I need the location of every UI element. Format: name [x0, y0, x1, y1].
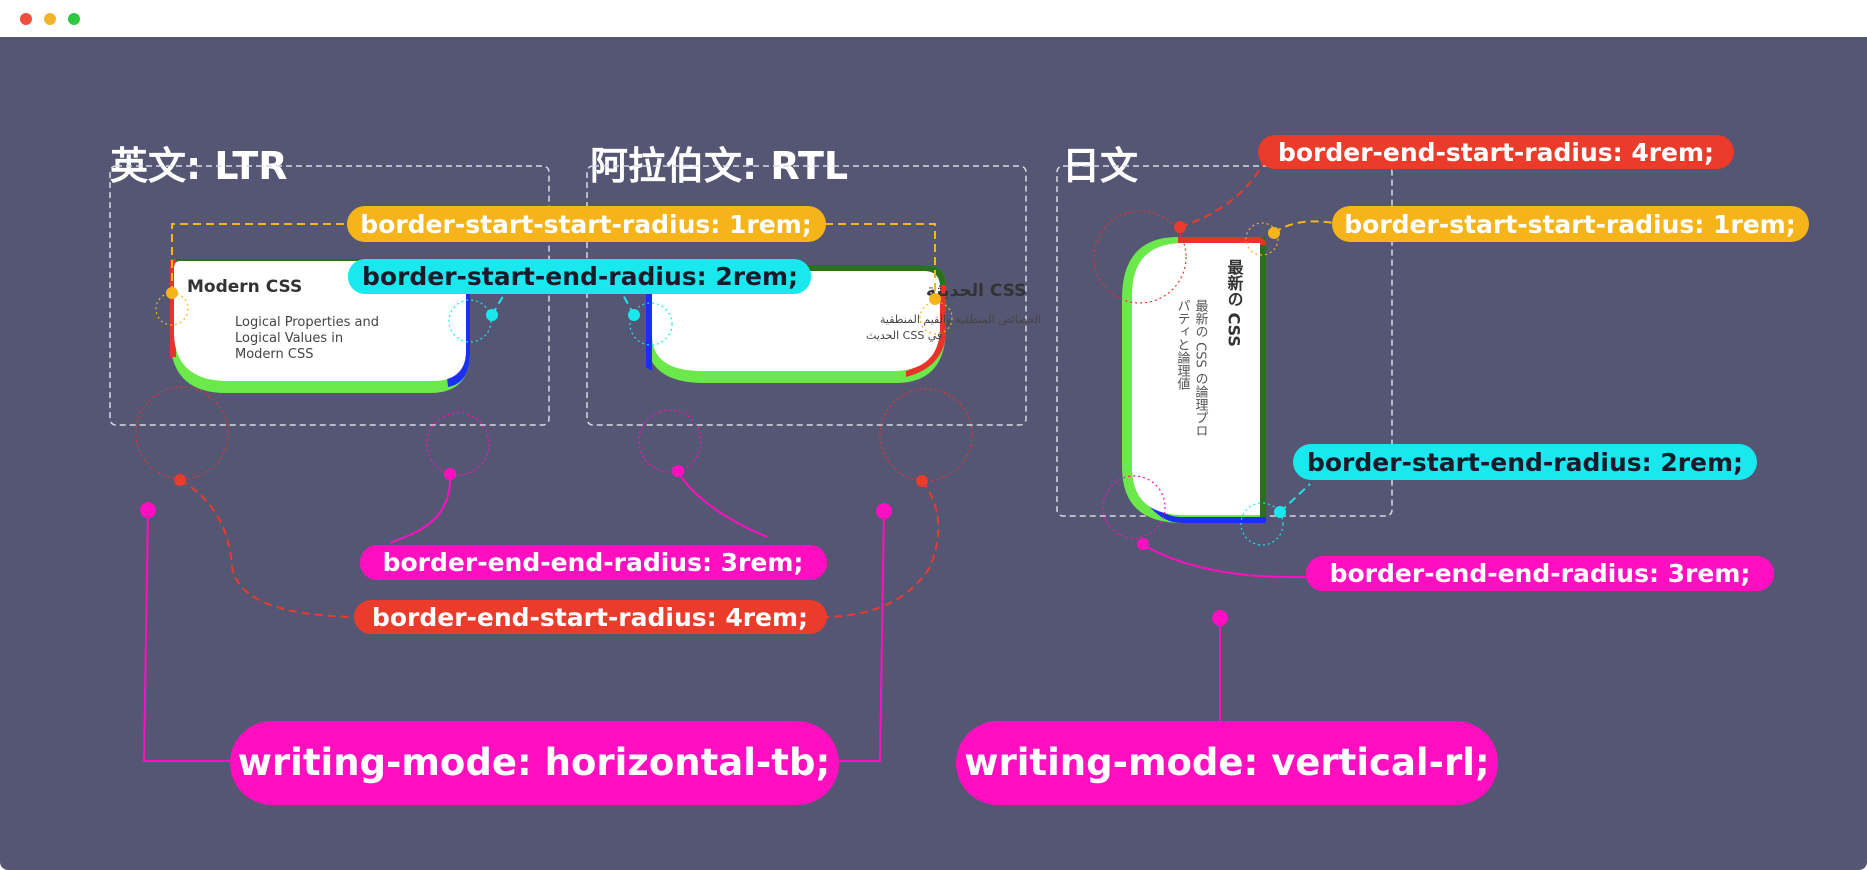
label-end-start-left: border-end-start-radius: 4rem; — [354, 600, 827, 634]
card-ltr-text-2: Logical Values in — [235, 331, 343, 346]
card-vertical-text-2: パティと論理値 — [1175, 299, 1191, 390]
label-start-start-left: border-start-start-radius: 1rem; — [347, 206, 826, 242]
title-bar — [0, 0, 1867, 37]
close-window-button[interactable] — [20, 13, 32, 25]
card-vertical-title: 最新の CSS — [1225, 259, 1244, 347]
svg-text:border-start-end-radius: 2rem;: border-start-end-radius: 2rem; — [362, 262, 798, 291]
svg-text:border-end-end-radius: 3rem;: border-end-end-radius: 3rem; — [1330, 559, 1751, 588]
label-end-start-right: border-end-start-radius: 4rem; — [1258, 135, 1734, 169]
svg-text:border-end-end-radius: 3rem;: border-end-end-radius: 3rem; — [383, 548, 804, 577]
svg-text:border-start-start-radius: 1re: border-start-start-radius: 1rem; — [360, 210, 811, 239]
label-writing-horizontal: writing-mode: horizontal-tb; — [230, 721, 839, 805]
label-end-end-left: border-end-end-radius: 3rem; — [360, 545, 827, 580]
logical-radius-diagram: 英文: LTR 阿拉伯文: RTL 日文 Modern CSS Logical … — [109, 135, 1809, 805]
card-rtl-title: CSS الحديثة — [926, 281, 1026, 301]
corner-highlights — [135, 210, 1284, 546]
card-rtl-text-1: الخصائص المنطقية والقيم المنطقية — [880, 313, 1041, 326]
card-rtl: CSS الحديثة الخصائص المنطقية والقيم المن… — [646, 265, 1041, 383]
svg-text:border-start-end-radius: 2rem;: border-start-end-radius: 2rem; — [1307, 448, 1743, 477]
card-ltr-text-3: Modern CSS — [235, 347, 314, 362]
svg-text:writing-mode: vertical-rl;: writing-mode: vertical-rl; — [964, 741, 1489, 784]
label-start-end-right: border-start-end-radius: 2rem; — [1293, 444, 1757, 480]
label-writing-vertical: writing-mode: vertical-rl; — [956, 721, 1498, 805]
svg-text:border-start-start-radius: 1re: border-start-start-radius: 1rem; — [1344, 210, 1795, 239]
card-ltr-title: Modern CSS — [187, 277, 302, 297]
svg-text:writing-mode: horizontal-tb;: writing-mode: horizontal-tb; — [238, 741, 831, 784]
connector-dots — [140, 221, 1286, 626]
label-start-end-left: border-start-end-radius: 2rem; — [348, 259, 811, 294]
frame-rtl — [586, 165, 1027, 426]
card-ltr-text-1: Logical Properties and — [235, 315, 379, 330]
card-rtl-text-2: في CSS الحديث — [866, 329, 942, 342]
svg-text:border-end-start-radius: 4rem;: border-end-start-radius: 4rem; — [372, 603, 808, 632]
diagram-canvas: 英文: LTR 阿拉伯文: RTL 日文 Modern CSS Logical … — [0, 37, 1867, 870]
label-end-end-right: border-end-end-radius: 3rem; — [1306, 556, 1774, 591]
card-vertical: 最新の CSS 最新の CSS の論理プロ パティと論理値 — [1122, 237, 1266, 523]
frame-ltr — [109, 165, 550, 426]
svg-text:border-end-start-radius: 4rem;: border-end-start-radius: 4rem; — [1278, 138, 1714, 167]
zoom-window-button[interactable] — [68, 13, 80, 25]
card-vertical-text-1: 最新の CSS の論理プロ — [1193, 299, 1209, 437]
minimize-window-button[interactable] — [44, 13, 56, 25]
label-start-start-right: border-start-start-radius: 1rem; — [1332, 206, 1809, 242]
